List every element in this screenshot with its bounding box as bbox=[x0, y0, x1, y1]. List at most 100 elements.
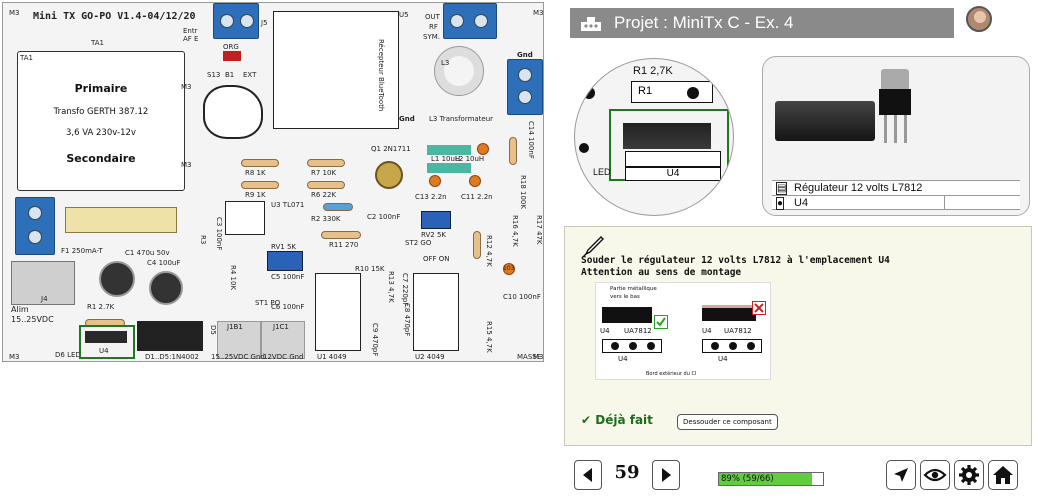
pcb-label: 15..25VDC bbox=[11, 315, 54, 324]
pcb-label: EXT bbox=[243, 71, 257, 79]
pcb-label: U4 bbox=[99, 347, 109, 355]
potentiometer-rv1 bbox=[267, 251, 303, 271]
bluetooth-receiver-outline bbox=[273, 11, 399, 129]
pcb-board-image: Mini TX GO-PO V1.4-04/12/20 TA1 Primaire… bbox=[2, 2, 544, 362]
transformer-primary-label: Primaire bbox=[74, 82, 128, 95]
pcb-label: C14 100nF bbox=[527, 121, 535, 159]
pcb-label: J5 bbox=[261, 19, 268, 27]
resistor bbox=[509, 137, 517, 165]
pcb-label: C7 220pF bbox=[401, 273, 409, 307]
pcb-label: F1 250mA-T bbox=[61, 247, 103, 255]
progress-fill bbox=[719, 473, 812, 485]
component-photo-leg bbox=[904, 115, 907, 143]
capacitor bbox=[477, 143, 489, 155]
avatar[interactable] bbox=[966, 6, 992, 32]
terminal-block-secteur bbox=[15, 197, 55, 255]
zoom-resistor-name: R1 bbox=[638, 85, 653, 97]
transistor-q1 bbox=[375, 161, 403, 189]
pcb-label: R10 15K bbox=[355, 265, 385, 273]
diagram-bad-box: U4 bbox=[718, 355, 728, 363]
resistor bbox=[321, 231, 361, 239]
transformer-secondary-label: Secondaire bbox=[66, 152, 136, 165]
pcb-label: D5 bbox=[209, 325, 217, 335]
pcb-label: R18 100K bbox=[519, 175, 527, 209]
component-photo-leg bbox=[894, 115, 897, 143]
eye-icon bbox=[923, 468, 947, 482]
pcb-label: J4 bbox=[41, 295, 48, 303]
u4-highlight-box[interactable] bbox=[79, 325, 135, 359]
capacitor bbox=[469, 175, 481, 187]
pcb-label: RV1 5K bbox=[271, 243, 296, 251]
pcb-label: Alim bbox=[11, 305, 29, 314]
component-info-table: ▤ Régulateur 12 volts L7812 ● U4 bbox=[772, 180, 1020, 210]
terminal-block-gnd bbox=[507, 59, 543, 115]
location-arrow-icon bbox=[894, 468, 908, 482]
diagram-bad-ref: UA7812 bbox=[724, 327, 752, 335]
terminal-block-j5 bbox=[213, 3, 259, 39]
pcb-label: U5 bbox=[399, 11, 409, 19]
diagram-bad-u: U4 bbox=[702, 327, 712, 335]
pcb-label: 12VDC Gnd bbox=[263, 353, 304, 361]
home-button[interactable] bbox=[988, 460, 1018, 490]
zoom-u4-label: U4 bbox=[625, 167, 721, 181]
resistor bbox=[241, 181, 279, 189]
pcb-label: C13 2.2n bbox=[415, 193, 447, 201]
capacitor-c1 bbox=[99, 261, 135, 297]
component-photo-tab bbox=[881, 69, 909, 91]
resistor bbox=[473, 231, 481, 259]
desolder-button[interactable]: Dessouder ce composant bbox=[677, 414, 778, 430]
pcb-label: 103 bbox=[503, 265, 515, 272]
previous-button[interactable] bbox=[574, 460, 602, 490]
pcb-label: Q1 2N1711 bbox=[371, 145, 411, 153]
capacitor bbox=[503, 263, 515, 275]
pcb-label: MASSE bbox=[517, 353, 542, 361]
map-pin-icon: ● bbox=[776, 197, 785, 210]
pcb-label: M3 bbox=[181, 161, 192, 169]
mascot-drawing bbox=[203, 85, 263, 139]
pcb-label: L2 10uH bbox=[455, 155, 485, 163]
settings-button[interactable] bbox=[954, 460, 984, 490]
led-org bbox=[223, 51, 241, 61]
pcb-label: M3 bbox=[181, 83, 192, 91]
done-status: ✔ Déjà fait bbox=[581, 413, 653, 427]
pcb-label: U2 4049 bbox=[415, 353, 445, 361]
diodes-d1-d5 bbox=[137, 321, 203, 351]
potentiometer-rv2 bbox=[421, 211, 451, 229]
project-header: Projet : MiniTx C - Ex. 4 bbox=[570, 8, 954, 38]
progress-label: 89% (59/66) bbox=[721, 474, 774, 484]
diagram-note: Partie métallique vers le bas bbox=[610, 286, 657, 300]
pad bbox=[687, 87, 699, 99]
locate-button[interactable] bbox=[886, 460, 916, 490]
inductor-l2 bbox=[427, 163, 471, 173]
pcb-label: ST2 GO bbox=[405, 239, 432, 247]
pcb-label: R12 4,7K bbox=[485, 235, 493, 267]
transformer-outline: TA1 Primaire Transfo GERTH 387.12 3,6 VA… bbox=[17, 51, 185, 191]
pcb-label: M3 bbox=[9, 9, 20, 17]
connector-j1b1 bbox=[217, 321, 261, 359]
pcb-label: C11 2.2n bbox=[461, 193, 493, 201]
soldering-iron-icon bbox=[582, 236, 604, 258]
power-jack-j4 bbox=[11, 261, 75, 305]
diagram-ok-regulator bbox=[602, 307, 652, 323]
pcb-label: U1 4049 bbox=[317, 353, 347, 361]
capacitor bbox=[429, 175, 441, 187]
component-photo-leg bbox=[884, 115, 887, 143]
component-location: U4 bbox=[794, 197, 809, 209]
pcb-label: L3 Transformateur bbox=[429, 115, 494, 123]
pcb-label: TA1 bbox=[91, 39, 104, 47]
instruction-panel: Souder le régulateur 12 volts L7812 à l'… bbox=[564, 226, 1032, 446]
pcb-label: D6 LED bbox=[55, 351, 81, 359]
pcb-label: C8 470pF bbox=[403, 303, 411, 337]
ic-socket-u3 bbox=[225, 201, 265, 235]
resistor bbox=[307, 181, 345, 189]
transformer-rating-label: 3,6 VA 230v-12v bbox=[66, 128, 136, 138]
pcb-label: C6 100nF bbox=[271, 303, 305, 311]
component-photo-body bbox=[879, 89, 911, 115]
pcb-label: TA1 bbox=[20, 54, 33, 62]
pcb-label: RF bbox=[429, 23, 438, 31]
next-button[interactable] bbox=[652, 460, 680, 490]
pcb-label: C4 100uF bbox=[147, 259, 181, 267]
pcb-label: C2 100nF bbox=[367, 213, 401, 221]
view-button[interactable] bbox=[920, 460, 950, 490]
diagram-ok-pads bbox=[602, 339, 662, 353]
